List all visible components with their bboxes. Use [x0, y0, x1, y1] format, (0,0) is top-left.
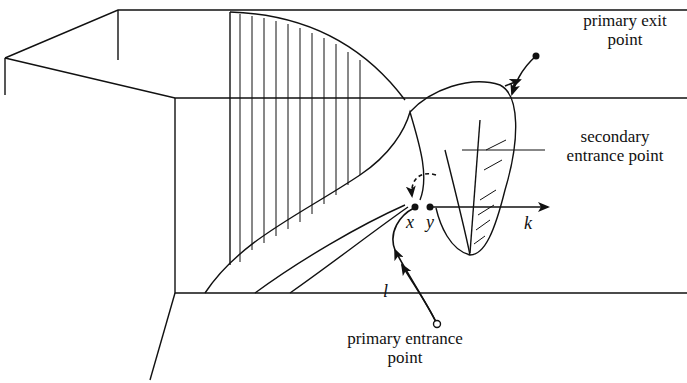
orbit-label: l [383, 282, 388, 302]
exit-point-label: primary exit point [570, 12, 680, 49]
entrance-point-label: primary entrance point [340, 330, 470, 367]
point-label: y [426, 213, 434, 233]
entrance-point-label: secondary entrance point [550, 128, 680, 165]
point-label: x [406, 213, 414, 233]
orbit-label: k [524, 214, 532, 234]
